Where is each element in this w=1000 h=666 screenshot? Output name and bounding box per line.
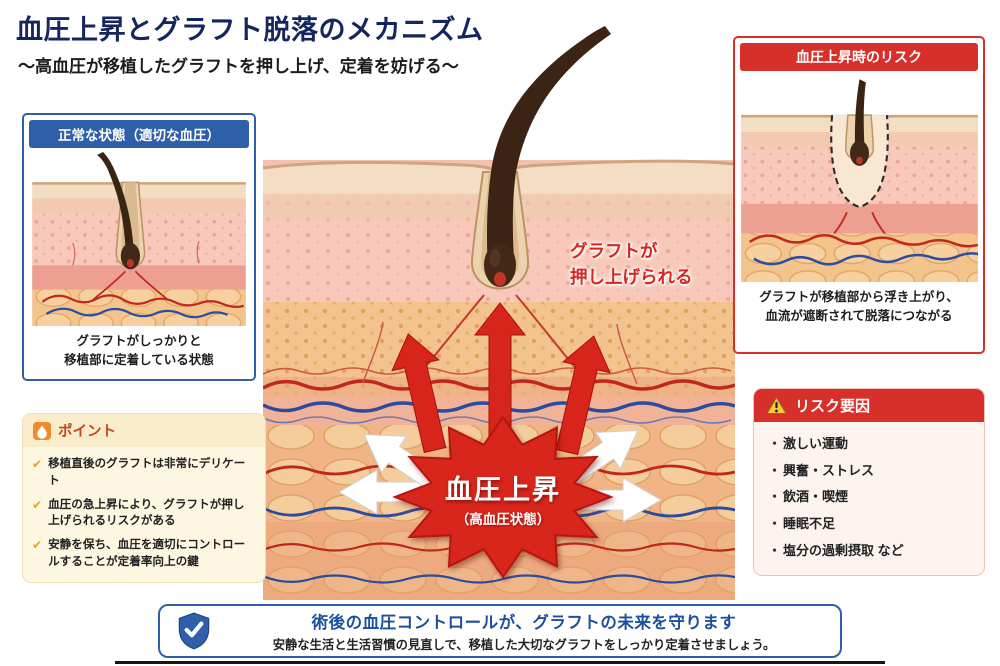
check-icon: ✔ bbox=[32, 497, 43, 512]
footer-text: 術後の血圧コントロールが、グラフトの未来を守ります 安静な生活と生活習慣の見直し… bbox=[224, 609, 824, 653]
risk-item: ・興奮・ストレス bbox=[768, 458, 970, 485]
risk-state-panel: 血圧上昇時のリスク bbox=[733, 36, 985, 354]
risk-factors-header: リスク要因 bbox=[754, 389, 984, 422]
skin-illustration-risk bbox=[740, 79, 978, 282]
footer-subtext: 安静な生活と生活習慣の見直しで、移植した大切なグラフトをしっかり定着させましょう… bbox=[272, 638, 776, 652]
risk-item: ・塩分の過剰摂取 など bbox=[768, 538, 970, 565]
bullet: ・ bbox=[768, 489, 782, 505]
bottom-rule bbox=[115, 661, 885, 664]
risk-factors-box: リスク要因 ・激しい運動 ・興奮・ストレス ・飲酒・喫煙 ・睡眠不足 ・塩分の過… bbox=[753, 388, 985, 577]
point-item: ✔ 血圧の急上昇により、グラフトが押し上げられるリスクがある bbox=[32, 497, 256, 531]
bullet: ・ bbox=[768, 542, 782, 558]
risk-state-caption: グラフトが移植部から浮き上がり、 血流が遮断されて脱落につながる bbox=[759, 290, 959, 324]
risk-item-text: 激しい運動 bbox=[783, 436, 849, 451]
risk-item-text: 飲酒・喫煙 bbox=[783, 489, 849, 505]
skin-illustration-center bbox=[263, 26, 735, 600]
pressure-up-arrows bbox=[391, 302, 611, 456]
graft-pushed-label: グラフトが 押し上げられる bbox=[570, 241, 693, 288]
bullet: ・ bbox=[768, 462, 782, 478]
check-icon: ✔ bbox=[32, 538, 43, 553]
point-items: ✔ 移植直後のグラフトは非常にデリケート ✔ 血圧の急上昇により、グラフトが押し… bbox=[23, 447, 265, 582]
point-item-text: 安静を保ち、血圧を適切にコントロールすることが定着率向上の鍵 bbox=[48, 538, 246, 568]
page-title: 血圧上昇とグラフト脱落のメカニズム bbox=[16, 15, 484, 45]
hair-follicle bbox=[97, 152, 146, 270]
risk-factors-title: リスク要因 bbox=[795, 398, 871, 415]
footer-title: 術後の血圧コントロールが、グラフトの未来を守ります bbox=[311, 614, 737, 632]
risk-item-text: 睡眠不足 bbox=[783, 515, 836, 531]
shield-check-icon bbox=[178, 612, 210, 650]
pressure-out-arrows bbox=[338, 429, 662, 523]
hair-shaft bbox=[854, 79, 866, 156]
point-item: ✔ 安静を保ち、血圧を適切にコントロールすることが定着率向上の鍵 bbox=[32, 537, 256, 571]
point-item-text: 移植直後のグラフトは非常にデリケート bbox=[48, 457, 246, 487]
risk-item-text: 興奮・ストレス bbox=[783, 462, 875, 478]
bullet: ・ bbox=[768, 515, 782, 531]
skin-illustration-normal bbox=[32, 152, 246, 326]
point-box: ポイント ✔ 移植直後のグラフトは非常にデリケート ✔ 血圧の急上昇により、グラ… bbox=[22, 413, 266, 583]
risk-item: ・激しい運動 bbox=[768, 431, 970, 458]
risk-item: ・睡眠不足 bbox=[768, 511, 970, 538]
normal-state-panel-header: 正常な状態（適切な血圧） bbox=[29, 120, 249, 148]
lifted-graft bbox=[829, 79, 889, 209]
risk-item: ・飲酒・喫煙 bbox=[768, 484, 970, 511]
risk-items: ・激しい運動 ・興奮・ストレス ・飲酒・喫煙 ・睡眠不足 ・塩分の過剰摂取 など bbox=[754, 422, 984, 575]
bullet: ・ bbox=[768, 436, 782, 451]
hair-follicle bbox=[470, 26, 611, 290]
hair-shaft bbox=[97, 152, 135, 260]
check-icon: ✔ bbox=[32, 457, 43, 471]
risk-item-text: 塩分の過剰摂取 など bbox=[783, 542, 904, 558]
drop-icon bbox=[33, 421, 51, 440]
normal-state-caption: グラフトがしっかりと 移植部に定着している状態 bbox=[64, 334, 214, 368]
point-item-text: 血圧の急上昇により、グラフトが押し上げられるリスクがある bbox=[48, 497, 245, 528]
page-subtitle: ～高血圧が移植したグラフトを押し上げ、定着を妨げる～ bbox=[18, 57, 459, 76]
blood-pressure-burst bbox=[392, 415, 614, 579]
point-item: ✔ 移植直後のグラフトは非常にデリケート bbox=[32, 456, 256, 490]
risk-state-panel-header: 血圧上昇時のリスク bbox=[740, 43, 978, 71]
footer-banner: 術後の血圧コントロールが、グラフトの未来を守ります 安静な生活と生活習慣の見直し… bbox=[158, 604, 842, 658]
point-box-header: ポイント bbox=[23, 414, 265, 447]
point-box-title: ポイント bbox=[58, 424, 116, 440]
normal-state-panel: 正常な状態（適切な血圧） bbox=[22, 113, 256, 381]
warning-icon bbox=[766, 397, 787, 414]
